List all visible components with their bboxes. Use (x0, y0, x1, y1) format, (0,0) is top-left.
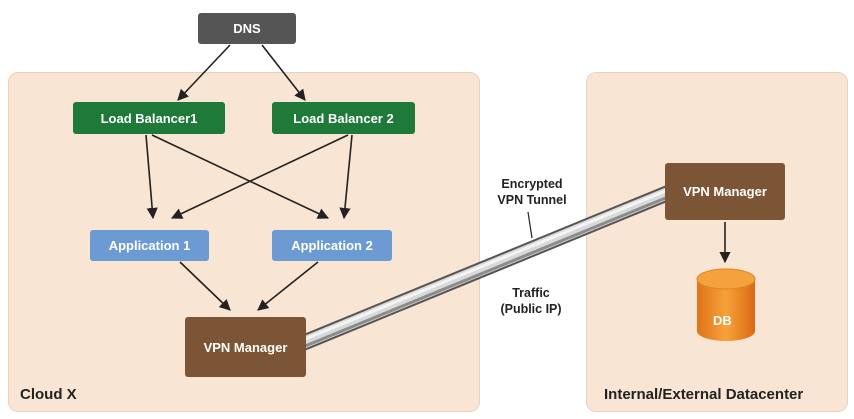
datacenter-region (586, 72, 848, 412)
application-1-node: Application 1 (90, 230, 209, 261)
db-cylinder (696, 268, 756, 341)
edge-app2-vpn (257, 261, 319, 311)
cloud-region-label: Cloud X (20, 386, 77, 403)
tunnel-label-line-1: Encrypted (501, 177, 563, 191)
traffic-label: Traffic (Public IP) (481, 285, 581, 317)
edge-dns-lb1 (177, 44, 231, 101)
edge-app1-vpn (179, 261, 231, 311)
tunnel-label-line-2: VPN Tunnel (497, 193, 567, 207)
application-2-node: Application 2 (272, 230, 392, 261)
traffic-label-line-1: Traffic (512, 286, 550, 300)
edge-dns-lb2 (261, 44, 306, 101)
edge-lb2-app2 (339, 134, 353, 220)
edge-lb2-app1 (170, 134, 349, 219)
edge-lb1-app2 (151, 134, 330, 219)
vpn-manager-cloud-node: VPN Manager (185, 317, 306, 377)
traffic-label-line-2: (Public IP) (500, 302, 562, 316)
dns-node: DNS (198, 13, 296, 44)
tunnel-label: Encrypted VPN Tunnel (482, 176, 582, 208)
datacenter-region-label: Internal/External Datacenter (604, 386, 804, 403)
edge-lb1-app1 (145, 134, 158, 220)
vpn-manager-datacenter-node: VPN Manager (665, 163, 785, 220)
tunnel-label-pointer (527, 211, 533, 239)
load-balancer-2-node: Load Balancer 2 (272, 102, 415, 134)
vpn-tunnel (295, 187, 671, 351)
load-balancer-1-node: Load Balancer1 (73, 102, 225, 134)
db-label: DB (713, 313, 732, 328)
